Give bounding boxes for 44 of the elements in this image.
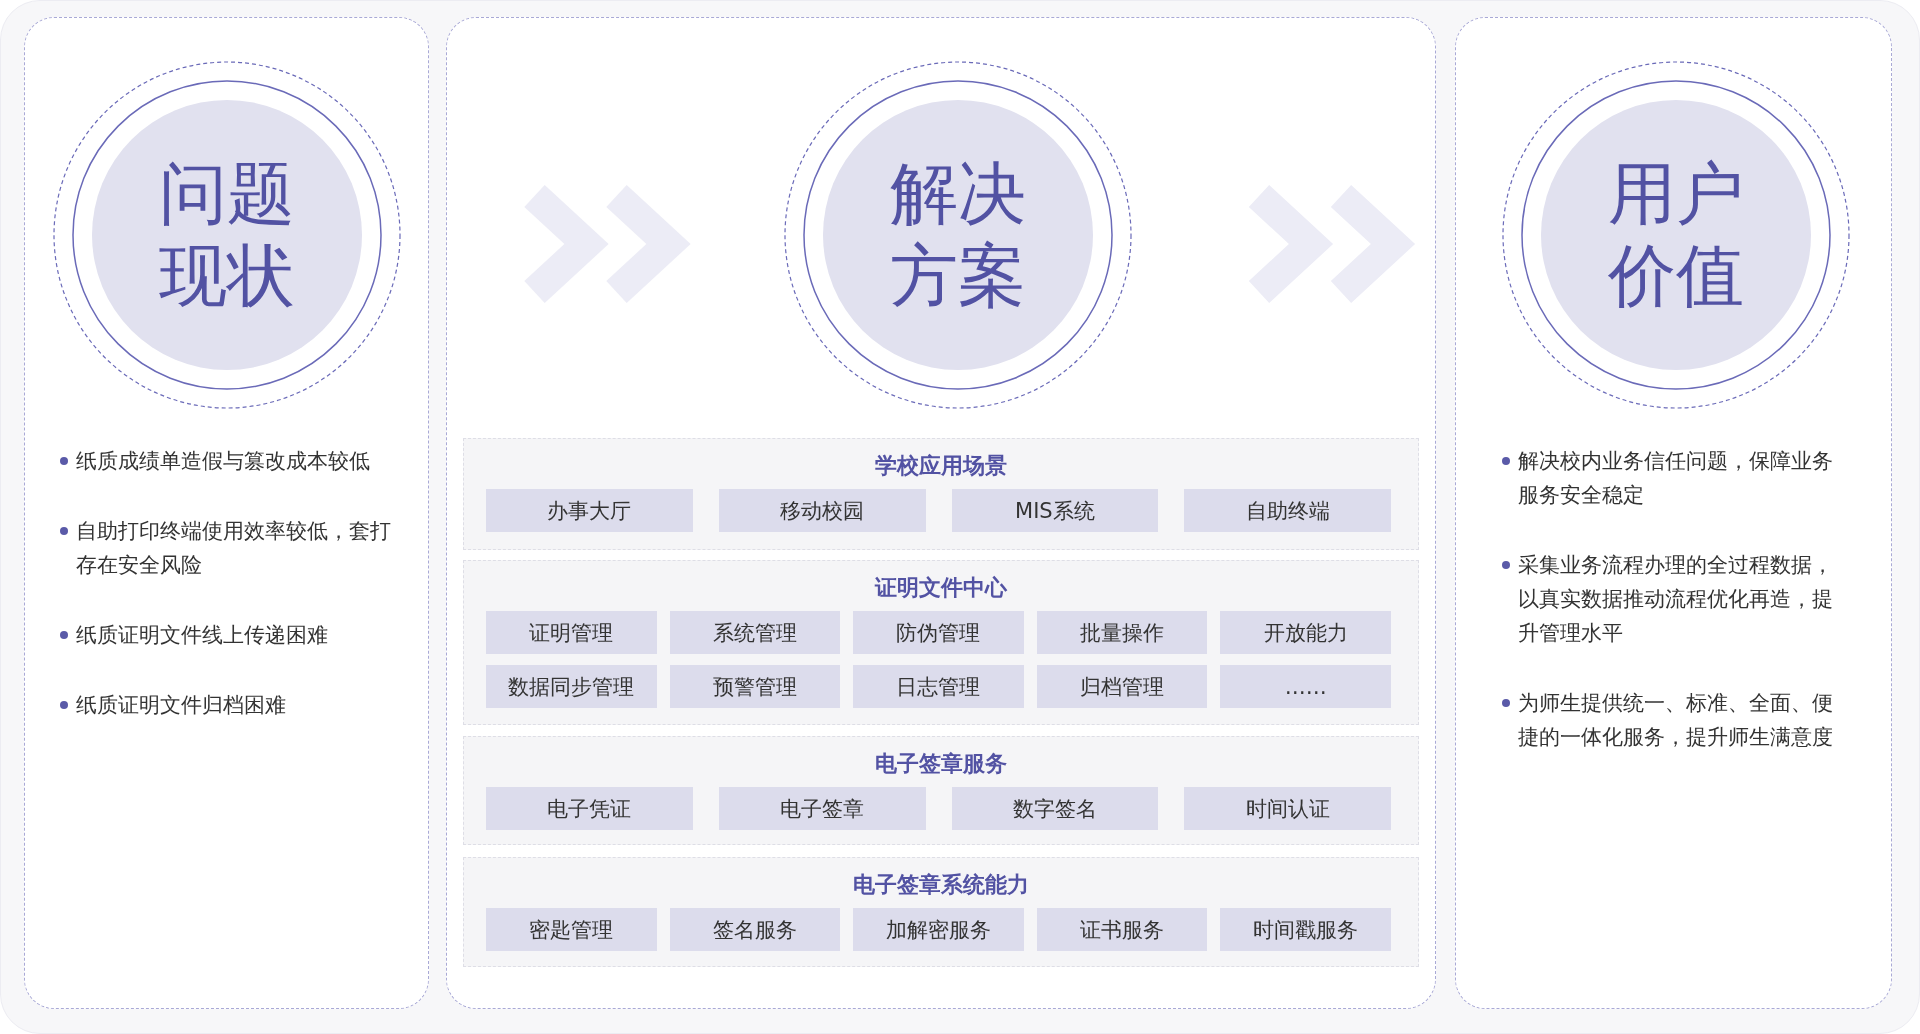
item-box: 数据同步管理 — [486, 665, 657, 708]
item-box: 系统管理 — [669, 611, 841, 654]
bullet-text: 为师生提供统一、标准、全面、便捷的一体化服务，提升师生满意度 — [1502, 686, 1847, 754]
item-box: 防伪管理 — [853, 611, 1024, 654]
circle-badge: 解决方案 — [783, 60, 1132, 409]
item-box: 批量操作 — [1036, 611, 1208, 654]
band-title: 学校应用场景 — [873, 451, 1008, 480]
group-band — [462, 559, 1419, 725]
item-box: 预警管理 — [669, 665, 841, 708]
item-box: 时间戳服务 — [1220, 908, 1391, 951]
item-box: 移动校园 — [718, 489, 926, 532]
item-box: 证书服务 — [1036, 908, 1208, 951]
band-title: 电子签章服务 — [873, 749, 1008, 778]
panel — [446, 17, 1436, 1009]
bullet-text: 纸质证明文件线上传递困难 — [60, 618, 405, 652]
bullet-text: 解决校内业务信任问题，保障业务服务安全稳定 — [1502, 444, 1847, 512]
item-box: 数字签名 — [951, 787, 1159, 830]
group-band — [462, 437, 1419, 550]
item-box: 电子凭证 — [486, 787, 693, 830]
circle-badge: 问题现状 — [52, 60, 401, 409]
item-box: 日志管理 — [853, 665, 1024, 708]
item-box: 时间认证 — [1184, 787, 1391, 830]
circle-badge: 用户价值 — [1501, 60, 1850, 409]
bullet-text: 纸质证明文件归档困难 — [60, 688, 405, 722]
band-title: 证明文件中心 — [873, 573, 1008, 602]
panel — [1455, 17, 1892, 1009]
item-box: 签名服务 — [669, 908, 841, 951]
item-box: …… — [1220, 665, 1391, 708]
panel — [24, 17, 429, 1009]
item-box: MIS系统 — [951, 489, 1159, 532]
item-box: 密匙管理 — [486, 908, 657, 951]
item-box: 证明管理 — [486, 611, 657, 654]
item-box: 办事大厅 — [486, 489, 693, 532]
group-band — [462, 735, 1419, 845]
item-box: 电子签章 — [718, 787, 926, 830]
bullet-text: 采集业务流程办理的全过程数据，以真实数据推动流程优化再造，提升管理水平 — [1502, 548, 1847, 650]
item-box: 归档管理 — [1036, 665, 1208, 708]
bullet-text: 自助打印终端使用效率较低，套打存在安全风险 — [60, 514, 405, 582]
bullet-text: 纸质成绩单造假与篡改成本较低 — [60, 444, 405, 478]
item-box: 开放能力 — [1220, 611, 1391, 654]
item-box: 自助终端 — [1184, 489, 1391, 532]
band-title: 电子签章系统能力 — [851, 870, 1030, 899]
item-box: 加解密服务 — [853, 908, 1024, 951]
group-band — [462, 856, 1419, 967]
